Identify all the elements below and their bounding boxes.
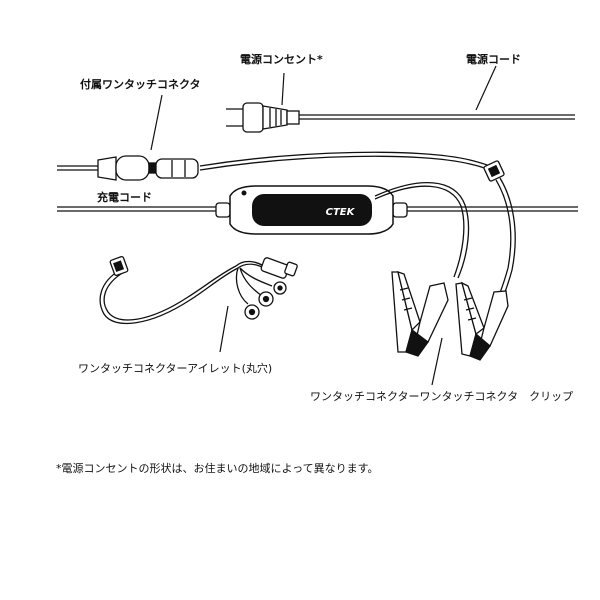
charge-cord-label: 充電コード <box>97 191 152 204</box>
clip-connector-label: ワンタッチコネクターワンタッチコネクタ クリップ <box>310 390 574 403</box>
eyelet-connector-label: ワンタッチコネクターアイレット(丸穴) <box>78 362 273 375</box>
eyelet-ring-icon <box>244 281 287 320</box>
power-plug-label: 電源コンセント* <box>240 53 323 66</box>
power-cord <box>299 114 575 120</box>
leader-lines <box>150 65 497 386</box>
inline-connector-icon <box>483 160 505 182</box>
charge-cord <box>57 206 578 212</box>
included-connector-label: 付属ワンタッチコネクタ <box>80 78 201 91</box>
eyelet-connector-icon <box>109 256 298 279</box>
footnote: *電源コンセントの形状は、お住まいの地域によって異なります。 <box>56 462 379 475</box>
power-cord-label: 電源コード <box>466 53 521 66</box>
charger-unit <box>215 185 408 235</box>
crocodile-clip-icon <box>391 271 449 357</box>
power-plug-icon <box>226 102 300 133</box>
ctek-logo: CTEK <box>326 207 356 218</box>
one-touch-connector-icon <box>97 155 199 181</box>
crocodile-clip-icon <box>455 281 509 361</box>
